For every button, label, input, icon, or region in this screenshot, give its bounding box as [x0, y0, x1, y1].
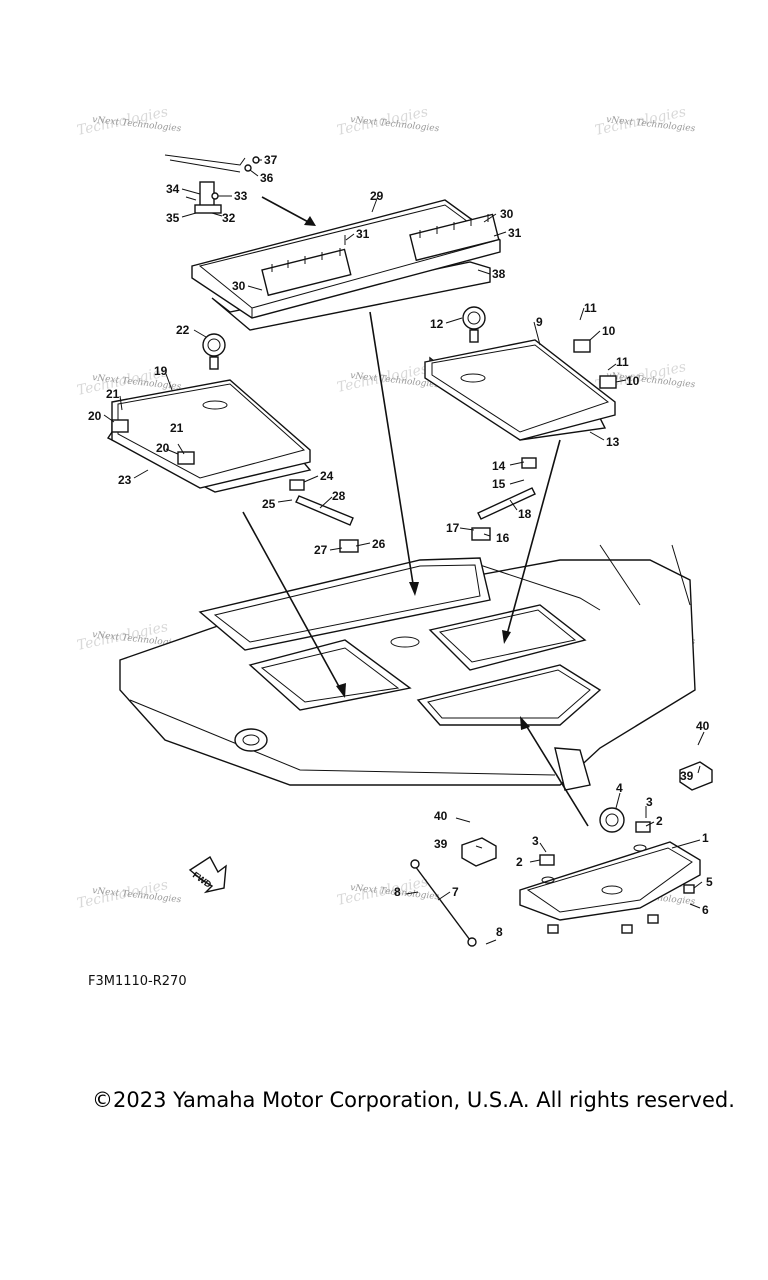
right-hatch-lid	[424, 306, 617, 441]
callout-38: 38	[492, 267, 506, 281]
callout-18: 18	[518, 507, 532, 521]
callout-40: 40	[434, 809, 448, 823]
callout-10: 10	[602, 324, 616, 338]
drawing-code: F3M1110-R270	[88, 974, 187, 989]
callout-30: 30	[500, 207, 514, 221]
callout-21: 21	[170, 421, 184, 435]
callout-11: 11	[616, 355, 629, 369]
callout-1: 1	[702, 831, 709, 845]
callout-34: 34	[166, 182, 180, 196]
callout-13: 13	[606, 435, 620, 449]
callout-8: 8	[394, 885, 401, 899]
callout-5: 5	[706, 875, 713, 889]
gas-strut-right	[471, 457, 537, 541]
callout-2: 2	[656, 814, 663, 828]
hatch-cable	[410, 859, 477, 947]
callout-39: 39	[434, 837, 448, 851]
callout-26: 26	[372, 537, 386, 551]
forward-arrow-icon: FWD	[188, 855, 227, 894]
callout-39: 39	[680, 769, 694, 783]
callout-16: 16	[496, 531, 510, 545]
copyright-notice: ©2023 Yamaha Motor Corporation, U.S.A. A…	[92, 1088, 735, 1112]
callout-9: 9	[536, 315, 543, 329]
callout-36: 36	[260, 171, 274, 185]
callout-7: 7	[452, 885, 459, 899]
callout-3: 3	[532, 834, 539, 848]
callout-20: 20	[156, 441, 170, 455]
callout-31: 31	[508, 226, 522, 240]
gas-strut-left	[289, 479, 359, 553]
callout-28: 28	[332, 489, 346, 503]
callout-24: 24	[320, 469, 334, 483]
assembly-arrows	[242, 196, 589, 827]
callout-30: 30	[232, 279, 246, 293]
callout-22: 22	[176, 323, 190, 337]
callout-4: 4	[616, 781, 623, 795]
callout-14: 14	[492, 459, 506, 473]
callout-32: 32	[222, 211, 236, 225]
callout-20: 20	[88, 409, 102, 423]
callout-21: 21	[106, 387, 120, 401]
callout-37: 37	[264, 153, 278, 167]
left-hatch-lid	[106, 333, 312, 493]
callout-19: 19	[154, 364, 168, 378]
callout-11: 11	[584, 301, 597, 315]
callout-17: 17	[446, 521, 460, 535]
leader-lines	[103, 159, 705, 945]
callout-6: 6	[702, 903, 709, 917]
callout-23: 23	[118, 473, 132, 487]
callout-29: 29	[370, 189, 384, 203]
callout-numbers: 1 2 2 3 3 4 5 6 7 8 8 9 10 10 11 11 12 1…	[88, 153, 713, 939]
callout-10: 10	[626, 374, 640, 388]
callout-27: 27	[314, 543, 328, 557]
deck-body	[119, 544, 696, 791]
hatch-stay-bracket	[164, 154, 260, 214]
storage-tray	[519, 807, 701, 934]
front-hatch-lid	[191, 199, 501, 331]
callout-8: 8	[496, 925, 503, 939]
callout-40: 40	[696, 719, 710, 733]
latch-blocks	[461, 761, 713, 867]
callout-15: 15	[492, 477, 506, 491]
callout-25: 25	[262, 497, 276, 511]
callout-2: 2	[516, 855, 523, 869]
callout-3: 3	[646, 795, 653, 809]
callout-35: 35	[166, 211, 180, 225]
callout-12: 12	[430, 317, 444, 331]
callout-31: 31	[356, 227, 370, 241]
callout-33: 33	[234, 189, 248, 203]
